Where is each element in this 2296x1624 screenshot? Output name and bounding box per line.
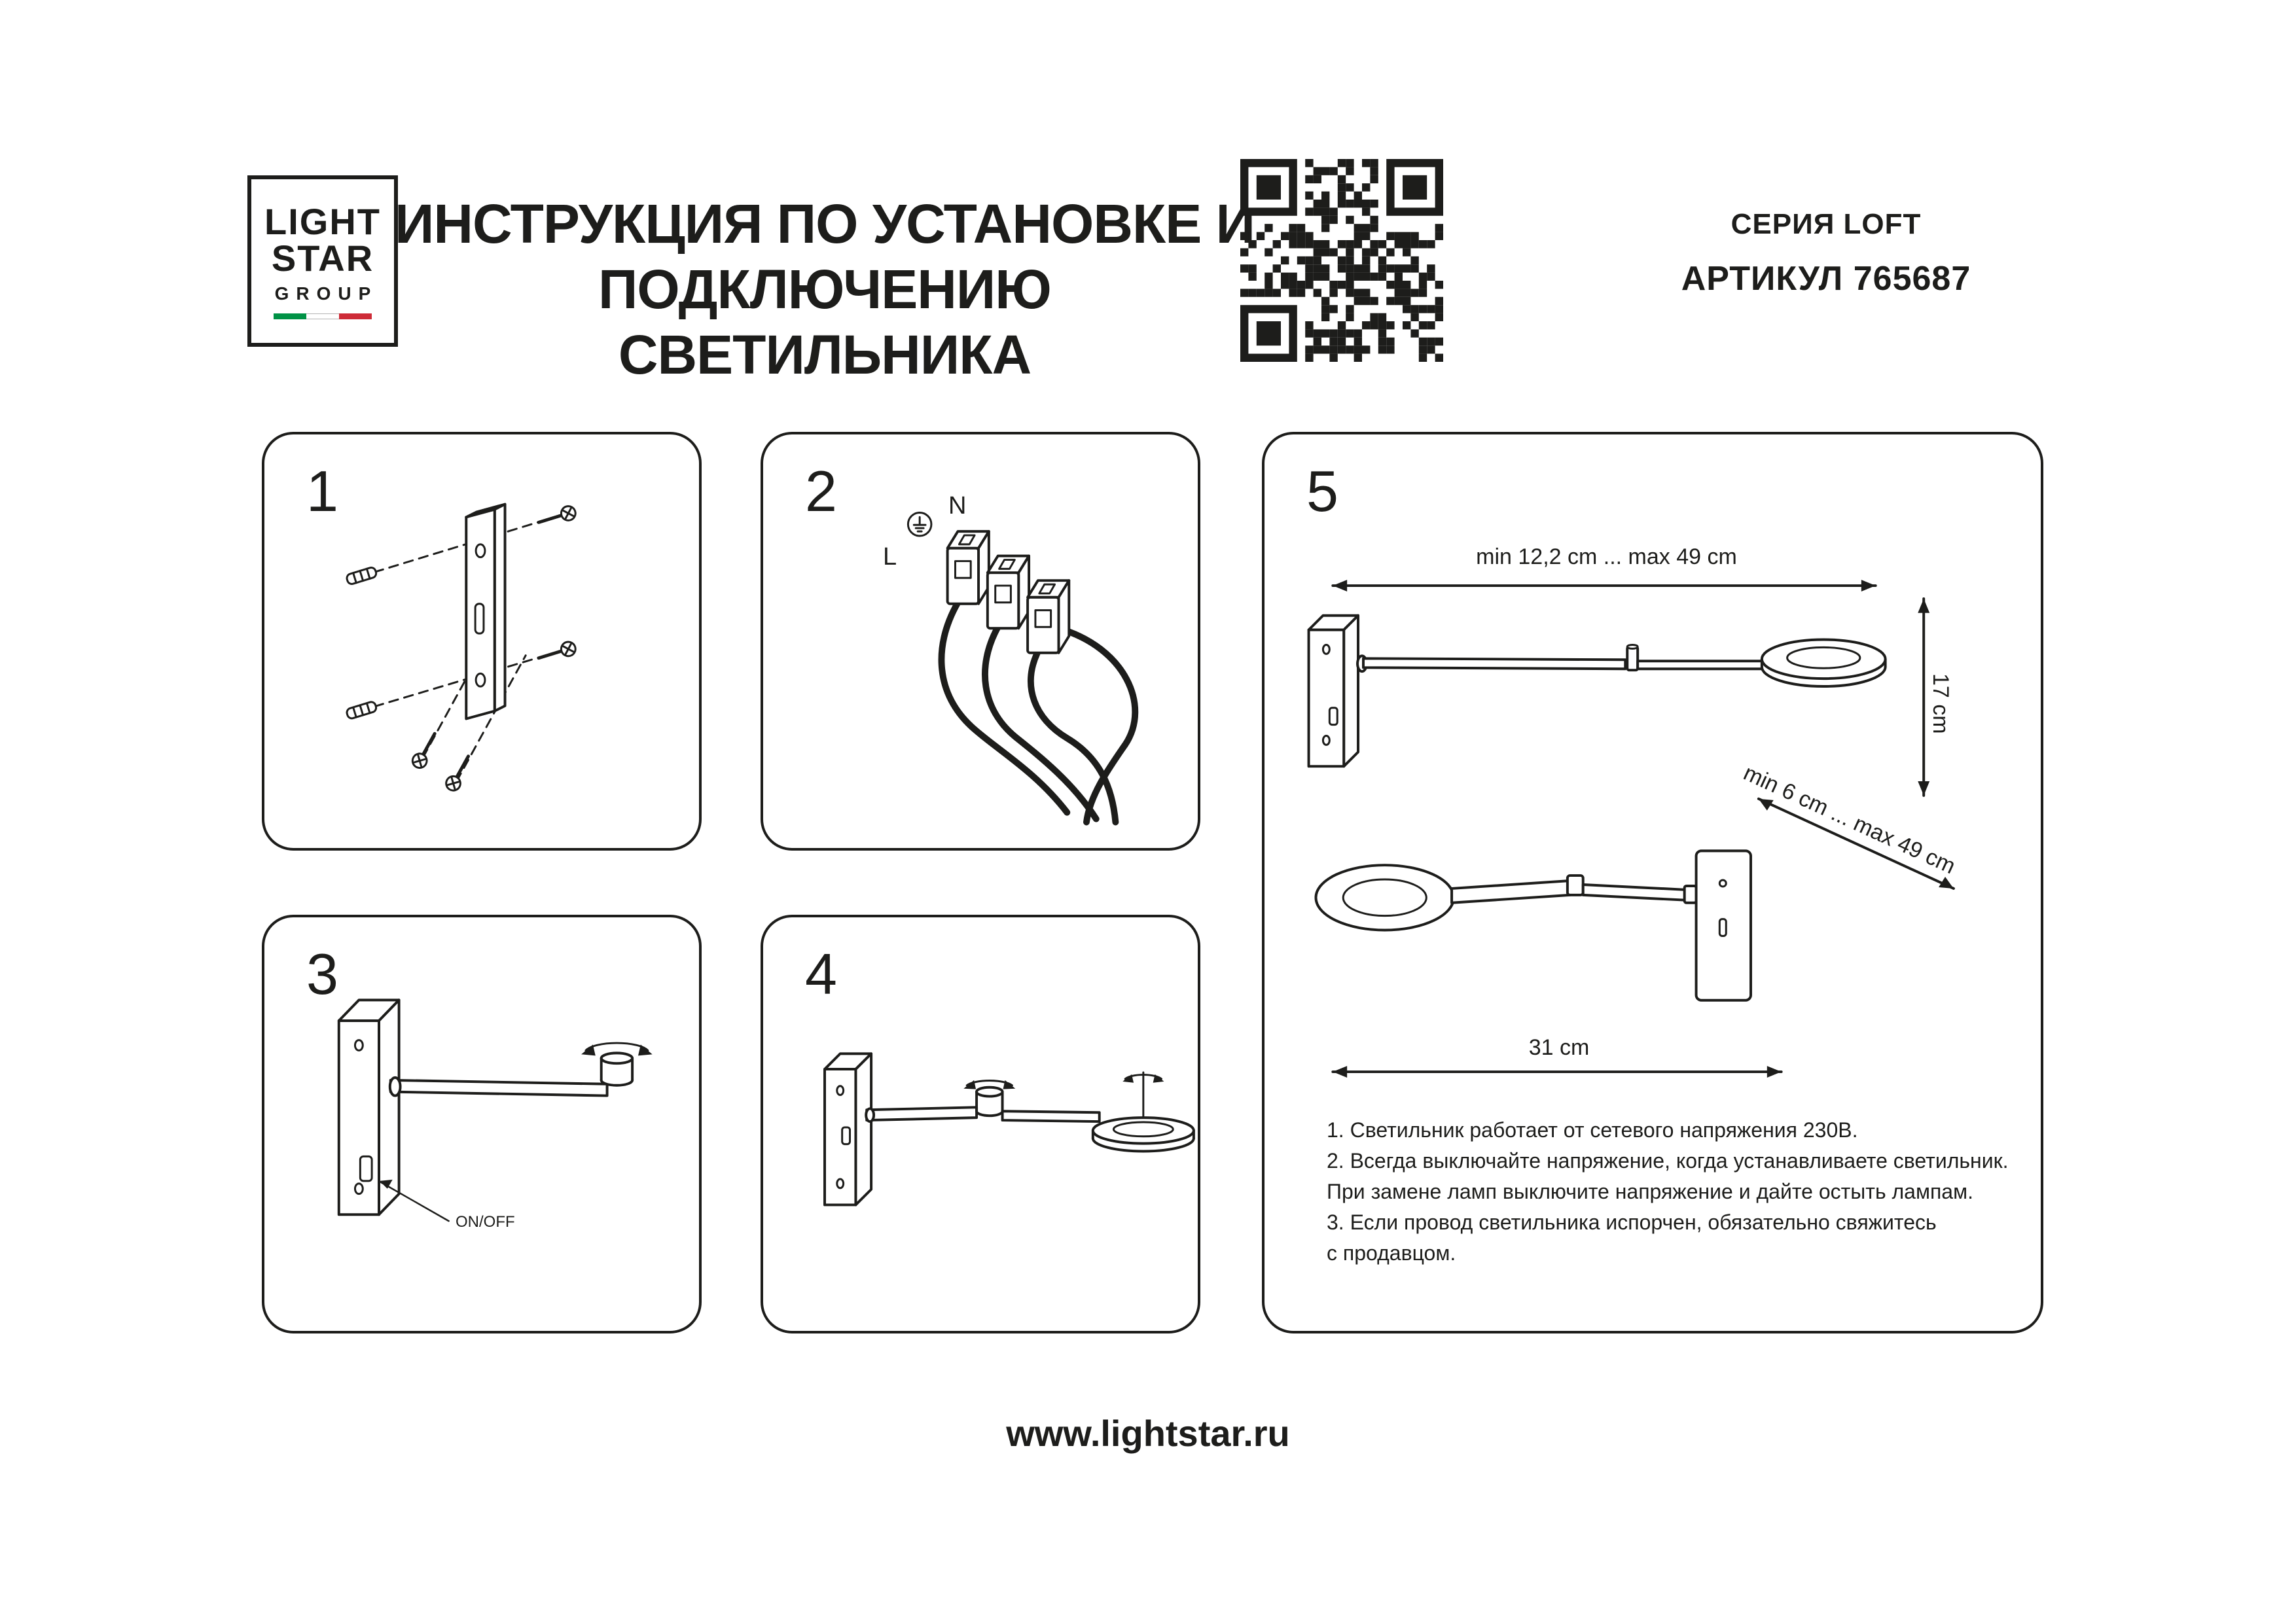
step-number: 2 (805, 459, 837, 523)
lightstar-logo: LIGHT STAR GROUP (247, 175, 398, 347)
mounting-plate-diagram (346, 503, 577, 792)
qr-code (1240, 159, 1443, 362)
notes: 1. Светильник работает от сетевого напря… (1327, 1115, 2020, 1269)
terminal-n-label: N (948, 492, 967, 520)
logo-text-light: LIGHT (264, 200, 381, 242)
product-info: СЕРИЯ LOFT АРТИКУЛ 765687 (1604, 208, 2049, 298)
note-line: 1. Светильник работает от сетевого напря… (1327, 1118, 1858, 1142)
logo-flag (274, 313, 372, 319)
website-url: www.lightstar.ru (1006, 1413, 1290, 1454)
dimensions-diagram (1307, 580, 1955, 1078)
wiring-terminal-diagram (906, 512, 1139, 826)
logo-text-group: GROUP (274, 283, 378, 304)
note-line: 2. Всегда выключайте напряжение, когда у… (1327, 1149, 2009, 1173)
step-panel-2: N L 2 (761, 432, 1200, 851)
step-number: 4 (805, 942, 837, 1006)
series-label: СЕРИЯ LOFT (1731, 208, 1922, 240)
arm-assembly-diagram (337, 998, 653, 1222)
step-number: 5 (1306, 459, 1338, 523)
note-line: При замене ламп выключите напряжение и д… (1327, 1180, 1973, 1203)
note-line: 3. Если провод светильника испорчен, обя… (1327, 1210, 1937, 1234)
dim-height-label: 17 cm (1928, 673, 1953, 734)
step-panel-4: 4 (761, 915, 1200, 1333)
flag-red-segment (339, 313, 372, 319)
step-number: 3 (306, 942, 338, 1006)
flag-green-segment (274, 313, 306, 319)
article-label: АРТИКУЛ 765687 (1681, 260, 1971, 298)
note-line: с продавцом. (1327, 1241, 1456, 1265)
title-line-1: ИНСТРУКЦИЯ ПО УСТАНОВКЕ И (394, 193, 1255, 255)
step-number: 1 (306, 459, 338, 523)
onoff-label: ON/OFF (456, 1213, 515, 1231)
dim-bottom-label: 31 cm (1528, 1035, 1590, 1060)
logo-text-star: STAR (271, 237, 374, 279)
dim-top-label: min 12,2 cm ... max 49 cm (1476, 544, 1737, 569)
flag-white-segment (306, 313, 339, 319)
title-line-2: ПОДКЛЮЧЕНИЮ СВЕТИЛЬНИКА (598, 258, 1052, 385)
page-title: ИНСТРУКЦИЯ ПО УСТАНОВКЕ И ПОДКЛЮЧЕНИЮ СВ… (393, 191, 1257, 387)
step-panel-3: ON/OFF 3 (262, 915, 702, 1333)
step-panel-5: min 12,2 cm ... max 49 cm 17 cm min 6 cm… (1262, 432, 2043, 1333)
step-panel-1: 1 (262, 432, 702, 851)
head-adjust-diagram (823, 1052, 1195, 1207)
terminal-l-label: L (883, 543, 897, 571)
